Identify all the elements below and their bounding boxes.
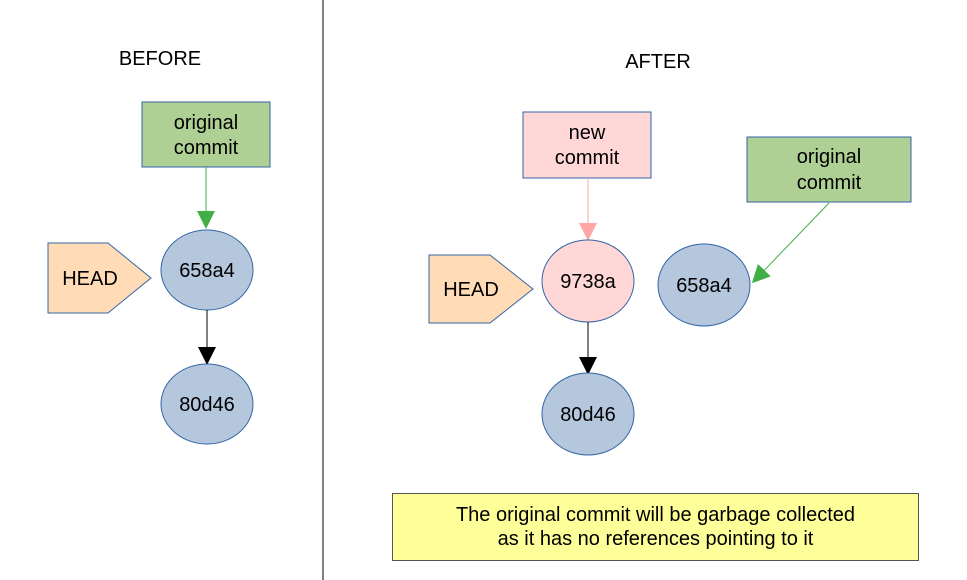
after-original-commit-line1: original <box>797 146 861 168</box>
after-title: AFTER <box>625 51 691 73</box>
before-commit-80d46-label: 80d46 <box>179 394 235 416</box>
after-new-commit-box: new commit <box>522 111 652 179</box>
note-line-1: The original commit will be garbage coll… <box>455 504 856 526</box>
before-head-label: HEAD <box>62 268 118 290</box>
before-commit-658a4: 658a4 <box>160 229 254 311</box>
after-new-commit-line1: new <box>569 122 606 144</box>
after-original-commit-box: original commit <box>746 136 912 203</box>
before-original-commit-box: original commit <box>141 101 271 168</box>
garbage-collection-note: The original commit will be garbage coll… <box>392 493 919 561</box>
after-commit-658a4-label: 658a4 <box>676 275 732 297</box>
before-title: BEFORE <box>119 48 201 70</box>
after-new-commit-line2: commit <box>555 147 620 169</box>
note-line-2: as it has no references pointing to it <box>497 528 814 550</box>
before-head-pointer: HEAD <box>47 242 152 314</box>
after-head-label: HEAD <box>443 279 499 301</box>
after-green-arrow <box>751 202 830 284</box>
after-head-pointer: HEAD <box>428 254 534 324</box>
before-commit-658a4-label: 658a4 <box>179 260 235 282</box>
after-commit-9738a: 9738a <box>541 239 635 323</box>
after-commit-80d46-label: 80d46 <box>560 404 616 426</box>
before-original-commit-line2: commit <box>174 137 239 159</box>
before-commit-80d46: 80d46 <box>160 363 254 445</box>
after-commit-80d46: 80d46 <box>541 372 635 456</box>
after-commit-658a4: 658a4 <box>657 243 751 327</box>
after-commit-9738a-label: 9738a <box>560 271 616 293</box>
after-original-commit-line2: commit <box>797 172 862 194</box>
before-original-commit-line1: original <box>174 112 238 134</box>
